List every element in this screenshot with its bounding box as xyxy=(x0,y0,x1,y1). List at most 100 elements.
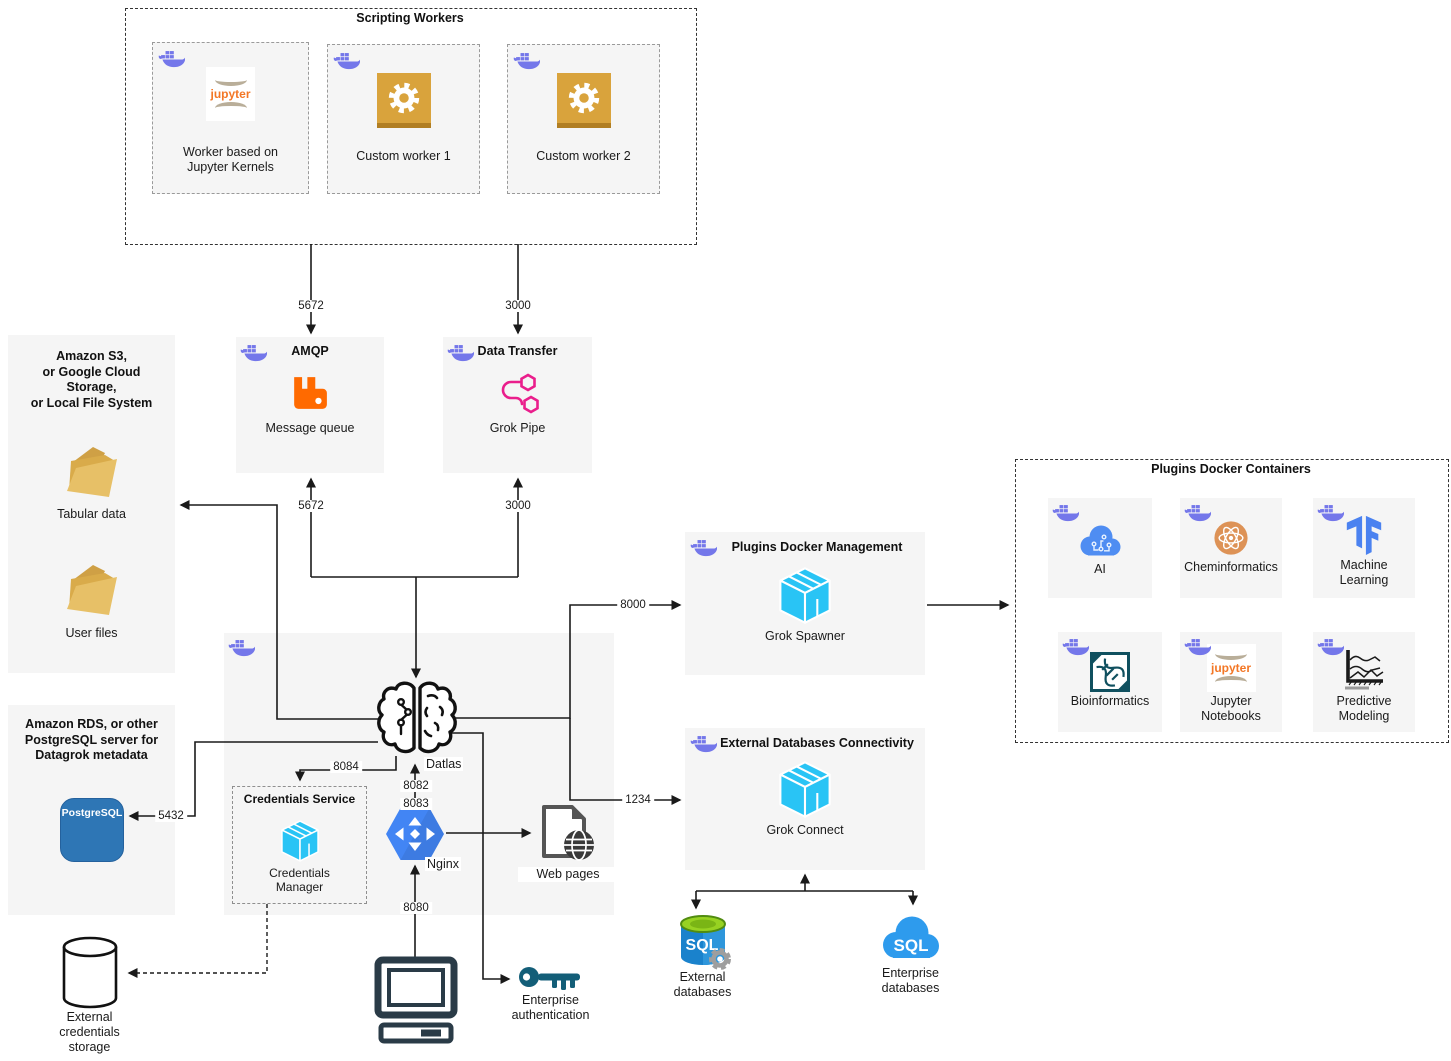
custom-worker-1-tile: Custom worker 1 xyxy=(327,44,480,194)
nginx-icon xyxy=(386,808,444,860)
docker-icon xyxy=(1062,639,1089,656)
enterprise-databases-icon: SQL xyxy=(876,908,944,966)
worker-label: Worker based on Jupyter Kernels xyxy=(183,145,278,174)
grok-pipe-icon xyxy=(443,373,592,415)
port-label-3000-top: 3000 xyxy=(502,300,534,312)
jupyter-logo-icon: jupyter xyxy=(153,67,308,121)
docker-icon xyxy=(513,53,540,70)
plugin-label: Machine Learning xyxy=(1339,558,1389,587)
docker-icon xyxy=(1052,505,1079,522)
plugins-containers-title: Plugins Docker Containers xyxy=(1151,462,1311,476)
credentials-service-title: Credentials Service xyxy=(243,792,356,806)
credentials-manager-label: Credentials Manager xyxy=(269,866,330,895)
docker-icon xyxy=(1184,505,1211,522)
edge-datlas-storage xyxy=(179,500,380,720)
ext-db-conn-title: External Databases Connectivity xyxy=(720,736,914,750)
web-pages-label: Web pages xyxy=(518,867,618,882)
worker-label: Custom worker 2 xyxy=(536,149,631,163)
data-transfer-box: Data Transfer Grok Pipe xyxy=(443,337,592,473)
external-databases-icon: SQL xyxy=(674,912,732,972)
docker-icon xyxy=(690,736,717,753)
nginx-label: Nginx xyxy=(425,857,461,871)
gear-icon xyxy=(508,73,659,128)
docker-icon xyxy=(447,345,474,362)
svg-text:SQL: SQL xyxy=(686,937,719,954)
custom-worker-2-tile: Custom worker 2 xyxy=(507,44,660,194)
plugin-label: Cheminformatics xyxy=(1184,560,1278,574)
enterprise-auth-label: Enterprise authentication xyxy=(511,993,590,1022)
docker-icon xyxy=(1317,505,1344,522)
storage-box: Amazon S3, or Google Cloud Storage, or L… xyxy=(8,335,175,673)
web-pages-icon xyxy=(538,804,598,862)
edge-datlas-auth xyxy=(451,732,511,984)
jupyter-worker-tile: jupyter Worker based on Jupyter Kernels xyxy=(152,42,309,194)
ext-db-conn-box: External Databases Connectivity Grok Con… xyxy=(685,728,925,870)
docker-icon xyxy=(333,53,360,70)
scripting-workers-title: Scripting Workers xyxy=(356,11,464,25)
docker-icon xyxy=(1317,639,1344,656)
port-label-8082: 8082 xyxy=(400,780,432,792)
plugin-label: Predictive Modeling xyxy=(1336,694,1392,723)
gear-icon xyxy=(328,73,479,128)
port-label-8084: 8084 xyxy=(330,761,362,773)
plugin-tile-bioinformatics: Bioinformatics xyxy=(1058,632,1162,732)
metadata-db-title: Amazon RDS, or other PostgreSQL server f… xyxy=(24,717,159,763)
external-databases-label: External databases xyxy=(673,970,732,999)
port-label-3000-bottom: 3000 xyxy=(502,500,534,512)
edge-datlas-spawner xyxy=(452,600,682,719)
plugin-tile-jupyter: jupyter Jupyter Notebooks xyxy=(1180,632,1282,732)
port-label-8000: 8000 xyxy=(617,599,649,611)
credentials-storage-icon xyxy=(60,936,120,1010)
folder-icon xyxy=(8,558,175,622)
dna-icon xyxy=(1058,652,1162,692)
port-label-8080: 8080 xyxy=(400,902,432,914)
worker-label: Custom worker 1 xyxy=(356,149,451,163)
key-icon xyxy=(518,962,582,994)
ai-cloud-icon xyxy=(1048,520,1152,562)
amqp-title: AMQP xyxy=(291,344,329,358)
jupyter-logo-icon: jupyter xyxy=(1180,644,1282,692)
port-label-5672-bottom: 5672 xyxy=(295,500,327,512)
credentials-storage-label: External credentials storage xyxy=(59,1010,120,1054)
datlas-label: Datlas xyxy=(424,757,464,771)
computer-icon xyxy=(374,956,458,1046)
storage-title: Amazon S3, or Google Cloud Storage, or L… xyxy=(30,349,153,410)
grok-connect-label: Grok Connect xyxy=(766,823,844,837)
plugin-label: AI xyxy=(1094,562,1106,576)
chart-icon xyxy=(1313,648,1415,690)
rabbitmq-icon xyxy=(236,374,384,412)
docker-icon xyxy=(690,540,717,557)
plugin-label: Bioinformatics xyxy=(1070,694,1150,708)
data-transfer-label: Grok Pipe xyxy=(489,421,546,435)
amqp-box: AMQP Message queue xyxy=(236,337,384,473)
plugins-mgmt-title: Plugins Docker Management xyxy=(731,540,903,554)
docker-icon xyxy=(158,51,185,68)
data-transfer-title: Data Transfer xyxy=(477,344,558,358)
docker-icon xyxy=(228,640,255,657)
svg-text:SQL: SQL xyxy=(894,936,929,955)
credentials-service-box: Credentials Service Credentials Manager xyxy=(232,786,367,904)
postgresql-badge-label: PostgreSQL xyxy=(61,807,123,819)
folder-icon xyxy=(8,440,175,504)
postgresql-badge: PostgreSQL xyxy=(60,798,124,862)
plugin-label: Jupyter Notebooks xyxy=(1201,694,1261,723)
docker-icon xyxy=(240,345,267,362)
tensorflow-icon xyxy=(1313,514,1415,556)
credentials-manager-icon xyxy=(233,820,366,862)
amqp-label: Message queue xyxy=(265,421,355,435)
plugin-tile-predictive-modeling: Predictive Modeling xyxy=(1313,632,1415,732)
datlas-brain-icon xyxy=(376,678,458,760)
plugin-tile-cheminformatics: Cheminformatics xyxy=(1180,498,1282,598)
port-label-5432: 5432 xyxy=(155,810,187,822)
port-label-5672-top: 5672 xyxy=(295,300,327,312)
port-label-1234: 1234 xyxy=(622,794,654,806)
grok-spawner-label: Grok Spawner xyxy=(765,629,845,643)
plugin-tile-machine-learning: Machine Learning xyxy=(1313,498,1415,598)
plugin-tile-ai: AI xyxy=(1048,498,1152,598)
plugins-mgmt-box: Plugins Docker Management Grok Spawner xyxy=(685,532,925,675)
atom-icon xyxy=(1180,520,1282,556)
edge-credentials-storage xyxy=(127,904,268,978)
port-label-8083: 8083 xyxy=(400,798,432,810)
